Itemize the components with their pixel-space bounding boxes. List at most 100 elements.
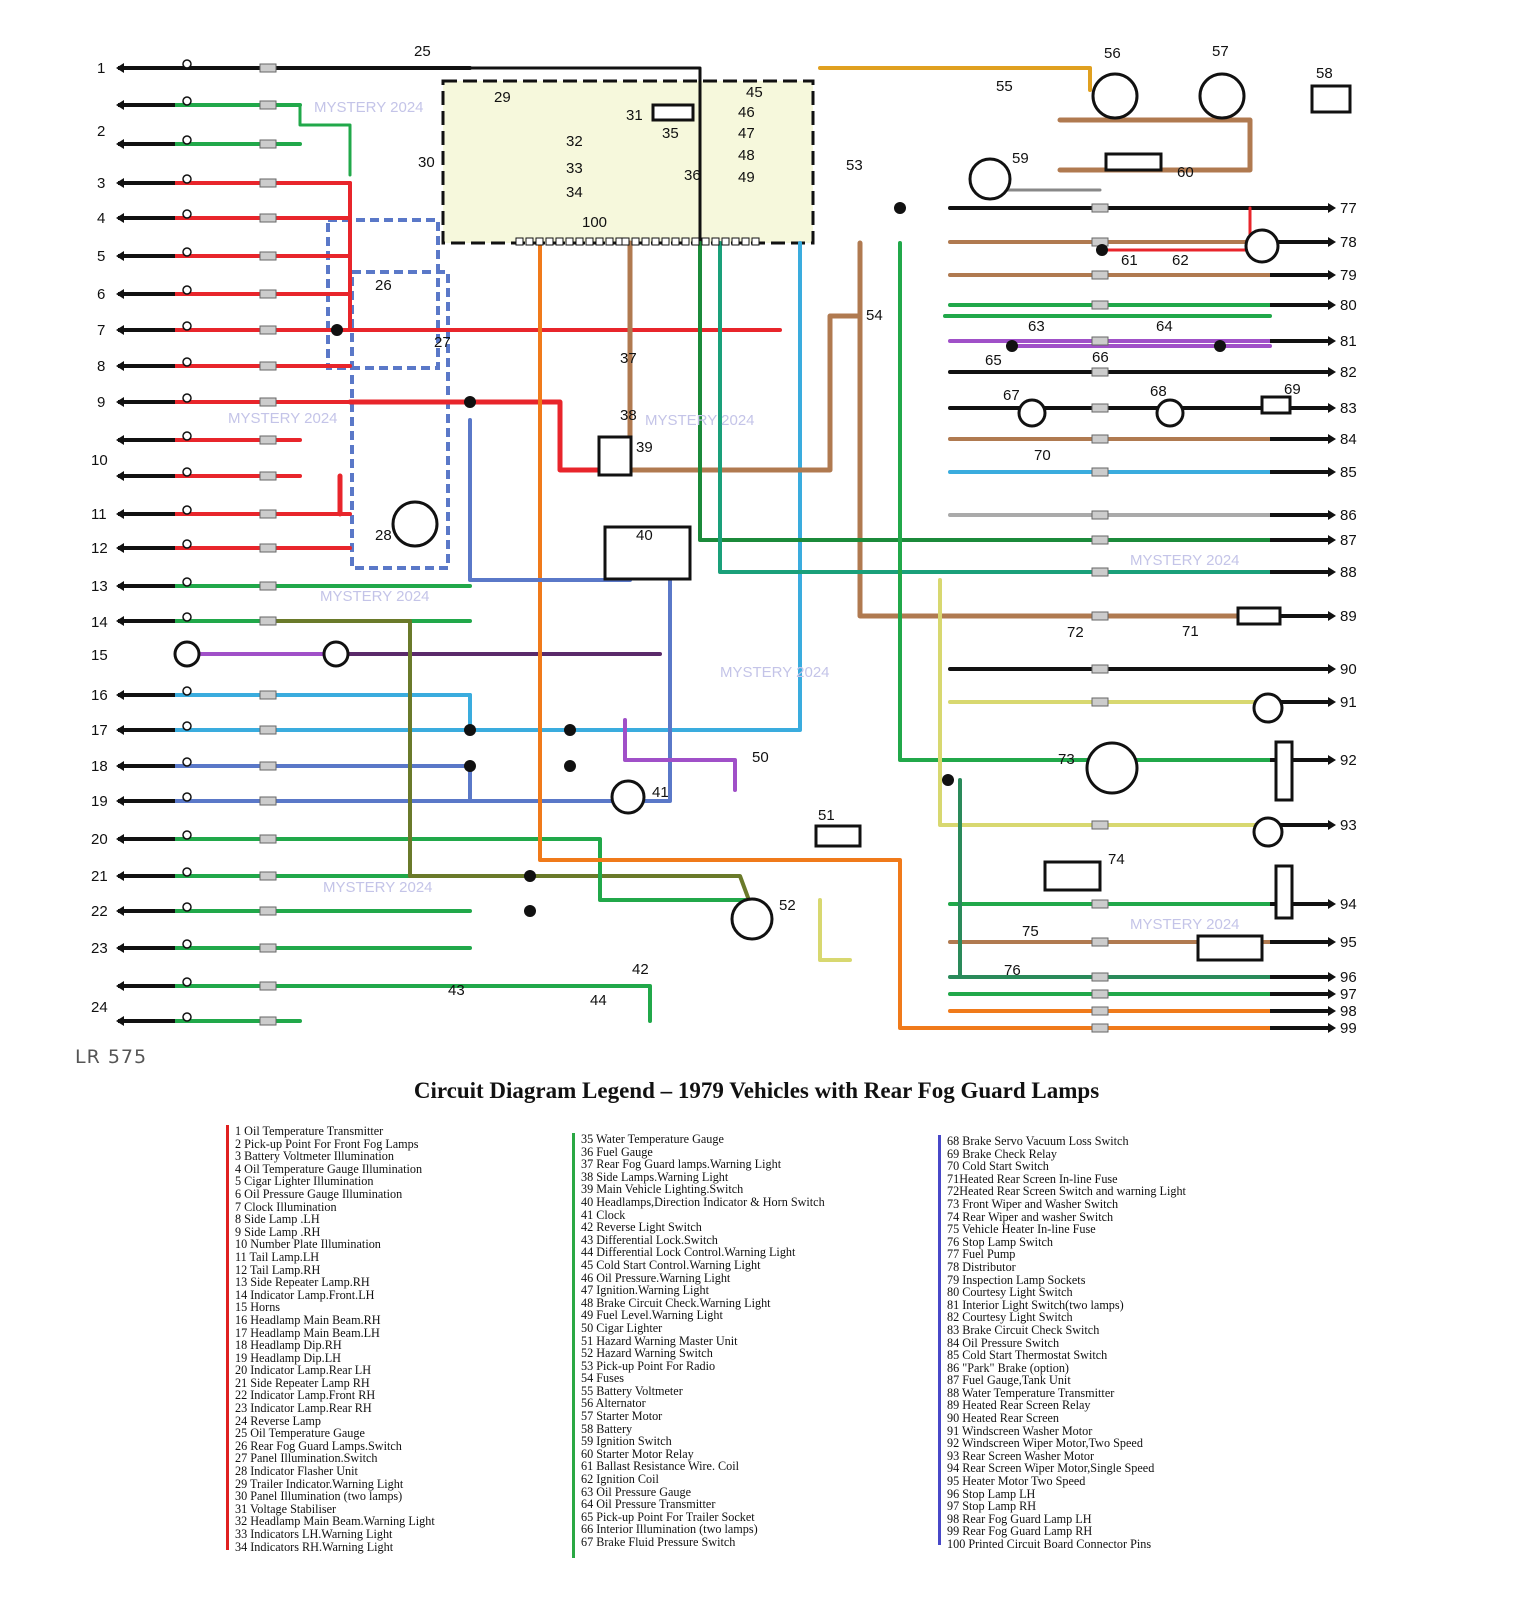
component-label-40: 40: [636, 527, 653, 544]
legend-item: 22 Indicator Lamp.Front RH: [235, 1388, 376, 1403]
legend-item: 80 Courtesy Light Switch: [947, 1285, 1073, 1300]
junction-dot: [1214, 340, 1226, 352]
connector: [1091, 510, 1109, 520]
legend-item: 91 Windscreen Washer Motor: [947, 1423, 1093, 1438]
junction-dot: [464, 724, 476, 736]
right-label-98: 98: [1340, 1003, 1357, 1020]
legend-item: 14 Indicator Lamp.Front.LH: [235, 1287, 375, 1302]
legend-item: 37 Rear Fog Guard lamps.Warning Light: [581, 1157, 782, 1172]
terminal-arrow: [116, 761, 124, 771]
hazard-switch-52: [730, 897, 774, 941]
legend-item: 92 Windscreen Wiper Motor,Two Speed: [947, 1436, 1143, 1451]
terminal-arrow: [1328, 697, 1336, 707]
legend-item: 77 Fuel Pump: [947, 1247, 1016, 1262]
oil-gauge-67: [1017, 398, 1047, 428]
connector: [1091, 535, 1109, 545]
right-label-97: 97: [1340, 986, 1357, 1003]
lamp-icon: [182, 792, 192, 802]
watermark: MYSTERY 2024: [320, 588, 430, 605]
legend-item: 71Heated Rear Screen In-line Fuse: [947, 1171, 1118, 1186]
terminal-arrow: [116, 289, 124, 299]
component-label-35: 35: [662, 125, 679, 142]
washer-motor-91: [1252, 692, 1284, 724]
junction-dot: [564, 724, 576, 736]
watermark: MYSTERY 2024: [1130, 552, 1240, 569]
switch-73: [1085, 741, 1139, 795]
terminal-arrow: [116, 616, 124, 626]
connector: [1091, 989, 1109, 999]
connector: [259, 509, 277, 519]
legend-item: 6 Oil Pressure Gauge Illumination: [235, 1186, 403, 1201]
right-label-77: 77: [1340, 200, 1357, 217]
connector: [259, 139, 277, 149]
terminal-arrow: [116, 325, 124, 335]
legend-item: 51 Hazard Warning Master Unit: [581, 1333, 738, 1348]
component-label-27: 27: [434, 334, 451, 351]
wire: [298, 103, 352, 177]
lamp-icon: [182, 757, 192, 767]
component-label-68: 68: [1150, 383, 1167, 400]
lamp-icon: [182, 1012, 192, 1022]
legend-item: 99 Rear Fog Guard Lamp RH: [947, 1524, 1093, 1539]
legend-item: 7 Clock Illumination: [235, 1199, 337, 1214]
connector: [1091, 1006, 1109, 1016]
right-label-84: 84: [1340, 431, 1357, 448]
left-label-13: 13: [91, 578, 108, 595]
connector: [1091, 300, 1109, 310]
component-label-48: 48: [738, 147, 755, 164]
left-label-5: 5: [97, 248, 105, 265]
legend-item: 24 Reverse Lamp: [235, 1413, 321, 1428]
watermark: MYSTERY 2024: [720, 664, 830, 681]
legend-item: 70 Cold Start Switch: [947, 1159, 1049, 1174]
legend-item: 56 Alternator: [581, 1396, 646, 1411]
connector: [259, 761, 277, 771]
junction-dot: [564, 760, 576, 772]
connector: [259, 834, 277, 844]
lamp-icon: [182, 174, 192, 184]
connector: [259, 725, 277, 735]
terminal-arrow: [1328, 989, 1336, 999]
wire: [938, 578, 1252, 827]
component-label-51: 51: [818, 807, 835, 824]
terminal-arrow: [1328, 367, 1336, 377]
terminal-arrow: [116, 796, 124, 806]
drawing-code: LR 575: [75, 1046, 147, 1068]
terminal-arrow: [1328, 336, 1336, 346]
battery-58: [1310, 84, 1352, 114]
legend-item: 26 Rear Fog Guard Lamps.Switch: [235, 1438, 402, 1453]
terminal-arrow: [116, 213, 124, 223]
component-label-56: 56: [1104, 45, 1121, 62]
terminal-arrow: [116, 834, 124, 844]
wire: [268, 619, 762, 932]
connector: [259, 100, 277, 110]
watermark: MYSTERY 2024: [323, 879, 433, 896]
legend-item: 63 Oil Pressure Gauge: [581, 1484, 692, 1499]
terminal-arrow: [1328, 937, 1336, 947]
wire: [623, 718, 737, 792]
lamp-icon: [182, 977, 192, 987]
legend-item: 13 Side Repeater Lamp.RH: [235, 1275, 370, 1290]
left-label-24: 24: [91, 999, 108, 1016]
lamp-icon: [182, 357, 192, 367]
legend-item: 12 Tail Lamp.RH: [235, 1262, 321, 1277]
connector: [259, 616, 277, 626]
connector: [1091, 1023, 1109, 1033]
connector: [259, 63, 277, 73]
component-label-46: 46: [738, 104, 755, 121]
connector-pin: [711, 237, 720, 246]
left-label-18: 18: [91, 758, 108, 775]
legend-item: 87 Fuel Gauge,Tank Unit: [947, 1373, 1071, 1388]
component-label-31: 31: [626, 107, 643, 124]
wire: [857, 240, 1273, 619]
switch-74: [1043, 860, 1102, 892]
legend-item: 58 Battery: [581, 1421, 633, 1436]
component-label-41: 41: [652, 784, 669, 801]
terminal-arrow: [116, 178, 124, 188]
legend-item: 55 Battery Voltmeter: [581, 1383, 683, 1398]
component-label-50: 50: [752, 749, 769, 766]
left-label-9: 9: [97, 394, 105, 411]
component-label-100: 100: [582, 214, 607, 231]
terminal-arrow: [1328, 300, 1336, 310]
component-label-63: 63: [1028, 318, 1045, 335]
